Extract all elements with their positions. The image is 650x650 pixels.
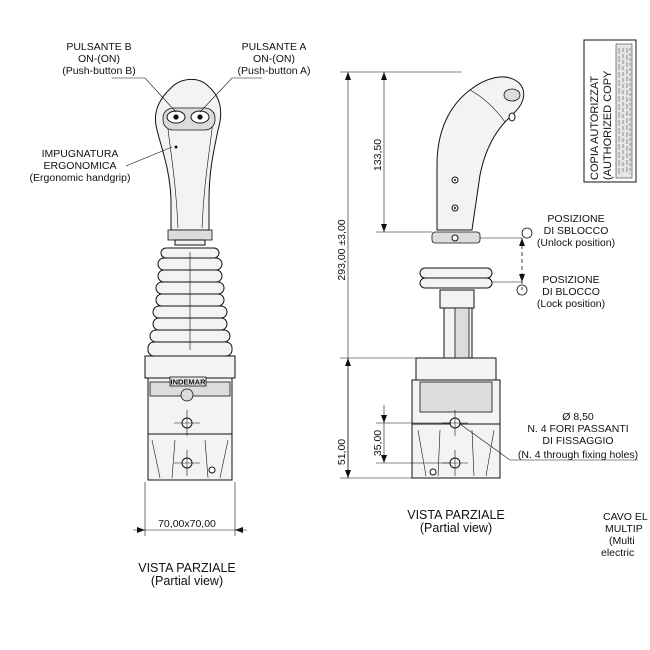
- lock-position-label: POSIZIONE DI BLOCCO (Lock position): [537, 274, 605, 310]
- left-joystick-view: INDEMAR 70,00x70,00 PULSANTE B ON-(ON) (…: [30, 41, 311, 588]
- left-caption: VISTA PARZIALE (Partial view): [138, 561, 236, 588]
- right-handgrip: [436, 76, 525, 231]
- right-caption: VISTA PARZIALE (Partial view): [407, 508, 505, 535]
- svg-text:CAVO EL: CAVO EL: [603, 511, 648, 523]
- svg-text:PULSANTE A: PULSANTE A: [242, 41, 307, 53]
- top-height-dimension: 133,50: [372, 72, 432, 233]
- svg-text:ERGONOMICA: ERGONOMICA: [44, 160, 117, 172]
- svg-text:35,00: 35,00: [372, 430, 384, 456]
- holes-spacing-dimension: 35,00: [372, 405, 450, 464]
- svg-text:(Multi: (Multi: [609, 535, 635, 547]
- cable-label: CAVO EL MULTIP (Multi electric: [601, 511, 648, 559]
- left-width-dimension: 70,00x70,00: [133, 482, 247, 536]
- svg-text:PULSANTE B: PULSANTE B: [66, 41, 131, 53]
- svg-text:(N. 4 through fixing holes): (N. 4 through fixing holes): [518, 449, 638, 461]
- svg-text:N. 4 FORI PASSANTI: N. 4 FORI PASSANTI: [527, 423, 628, 435]
- svg-text:51,00: 51,00: [336, 439, 348, 465]
- left-base: INDEMAR: [144, 355, 236, 481]
- left-brand-label: INDEMAR: [171, 378, 207, 387]
- svg-text:POSIZIONE: POSIZIONE: [542, 274, 599, 286]
- svg-text:(Partial view): (Partial view): [151, 574, 223, 588]
- svg-text:133,50: 133,50: [372, 139, 384, 171]
- svg-text:(Push-button B): (Push-button B): [62, 65, 136, 77]
- svg-text:DI BLOCCO: DI BLOCCO: [542, 286, 600, 298]
- right-base: [411, 357, 501, 479]
- button-a-label: PULSANTE A ON-(ON) (Push-button A): [238, 41, 311, 77]
- svg-text:(AUTHORIZED COPY: (AUTHORIZED COPY: [602, 70, 614, 180]
- svg-text:ON-(ON): ON-(ON): [253, 53, 295, 65]
- svg-text:(Push-button A): (Push-button A): [238, 65, 311, 77]
- left-width-label: 70,00x70,00: [158, 518, 216, 530]
- svg-text:ON-(ON): ON-(ON): [78, 53, 120, 65]
- svg-text:IMPUGNATURA: IMPUGNATURA: [42, 148, 119, 160]
- svg-text:VISTA PARZIALE: VISTA PARZIALE: [138, 561, 236, 575]
- svg-text:VISTA PARZIALE: VISTA PARZIALE: [407, 508, 505, 522]
- svg-text:DI SBLOCCO: DI SBLOCCO: [544, 225, 609, 237]
- left-push-buttons: [162, 107, 216, 131]
- svg-text:(Lock position): (Lock position): [537, 298, 605, 310]
- svg-text:COPIA AUTORIZZAT: COPIA AUTORIZZAT: [589, 76, 601, 180]
- unlock-position-label: POSIZIONE DI SBLOCCO (Unlock position): [537, 213, 615, 249]
- right-joystick-view: 293,00 ±3,00 133,50 51,00 35,00: [336, 71, 638, 535]
- svg-text:293,00 ±3,00: 293,00 ±3,00: [336, 219, 348, 280]
- authorized-copy-stamp: COPIA AUTORIZZAT (AUTHORIZED COPY: [583, 39, 637, 183]
- svg-text:Ø 8,50: Ø 8,50: [562, 411, 594, 423]
- svg-text:(Partial view): (Partial view): [420, 521, 492, 535]
- svg-text:(Ergonomic handgrip): (Ergonomic handgrip): [30, 172, 131, 184]
- button-b-label: PULSANTE B ON-(ON) (Push-button B): [62, 41, 136, 77]
- left-handgrip: [155, 79, 222, 231]
- fixing-holes-label: Ø 8,50 N. 4 FORI PASSANTI DI FISSAGGIO (…: [518, 411, 638, 461]
- svg-text:(Unlock position): (Unlock position): [537, 237, 615, 249]
- svg-text:electric: electric: [601, 547, 634, 559]
- base-height-dimension: 51,00: [336, 357, 416, 478]
- svg-text:DI FISSAGGIO: DI FISSAGGIO: [542, 435, 613, 447]
- overall-height-dimension: 293,00 ±3,00: [336, 71, 462, 479]
- svg-text:POSIZIONE: POSIZIONE: [547, 213, 604, 225]
- handgrip-label: IMPUGNATURA ERGONOMICA (Ergonomic handgr…: [30, 148, 131, 184]
- svg-text:MULTIP: MULTIP: [605, 523, 643, 535]
